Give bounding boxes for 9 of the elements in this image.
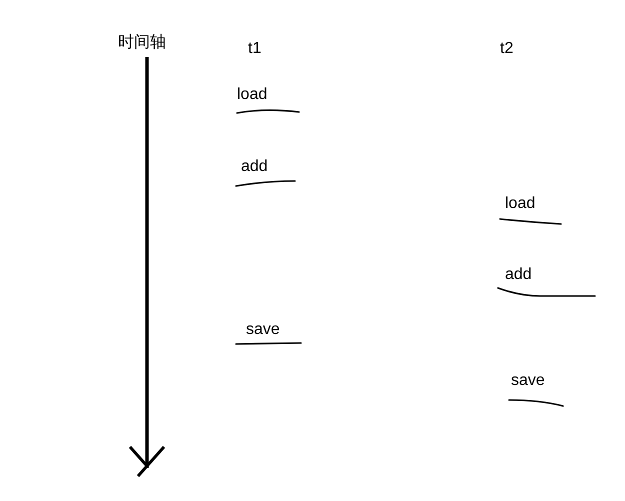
operation-label: add — [505, 266, 532, 284]
column-heading: t2 — [500, 40, 514, 58]
operation-label: load — [505, 195, 536, 214]
operation-label: add — [241, 158, 268, 176]
operation-label: save — [246, 321, 280, 340]
column-heading: t1 — [248, 40, 262, 58]
axis-label: 时间轴 — [118, 34, 166, 52]
operation-label: load — [237, 86, 268, 104]
operation-label: save — [511, 372, 545, 390]
